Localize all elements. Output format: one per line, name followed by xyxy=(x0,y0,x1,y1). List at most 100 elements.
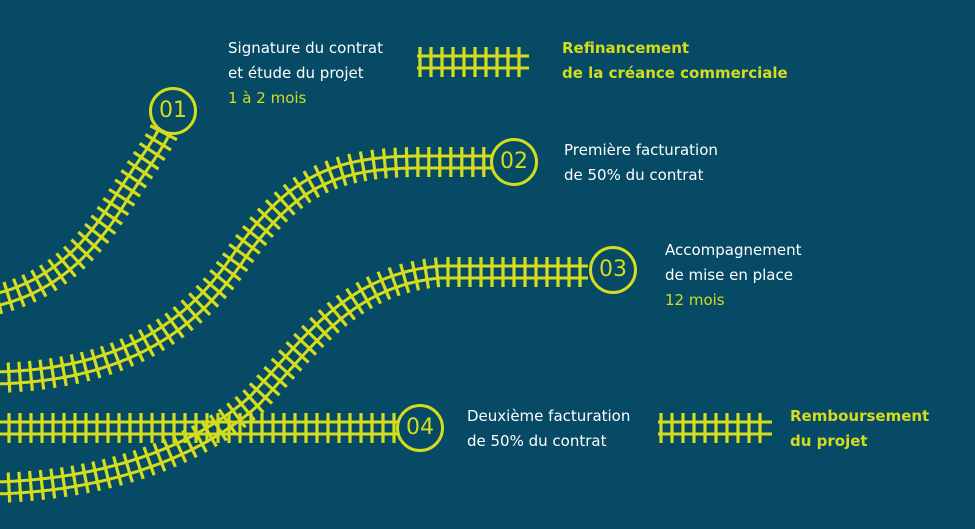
track-02-tie-5 xyxy=(48,358,57,389)
track-02-tie-11 xyxy=(109,342,124,372)
track-02-tie-23 xyxy=(209,269,235,291)
track-02-tie-31 xyxy=(264,199,289,223)
repayment-label: Remboursement du projet xyxy=(790,407,930,450)
track-01-tie-9 xyxy=(70,238,95,262)
track-02-tie-12 xyxy=(119,338,135,367)
step-04-badge: 04 xyxy=(396,404,444,452)
track-01 xyxy=(0,124,178,315)
step-03-duration: 12 mois xyxy=(665,291,725,309)
track-02-tie-28 xyxy=(241,224,268,247)
track-03-tie-34 xyxy=(309,316,333,341)
track-01-tie-18 xyxy=(126,159,154,180)
track-03-tie-3 xyxy=(28,470,34,502)
track-03-tie-26 xyxy=(248,382,274,405)
track-03-tie-32 xyxy=(293,332,318,356)
track-02-tie-13 xyxy=(128,333,145,363)
track-02-tie-26 xyxy=(228,243,255,264)
track-03-tie-10 xyxy=(101,458,112,489)
track-02-tie-42 xyxy=(381,148,388,179)
track-03-tie-5 xyxy=(49,468,57,499)
track-02-rail-2 xyxy=(0,154,492,374)
track-01-tie-12 xyxy=(90,214,117,235)
track-03-tie-33 xyxy=(300,324,325,349)
track-02-tie-27 xyxy=(234,233,261,255)
track-refinancing xyxy=(417,47,529,77)
track-02-tie-2 xyxy=(17,361,23,392)
track-02-tie-39 xyxy=(347,153,358,184)
track-01-tie-11 xyxy=(84,222,110,245)
step-04-label: Deuxième facturation de 50% du contrat xyxy=(467,407,631,450)
track-01-tie-15 xyxy=(108,187,136,207)
track-02-tie-25 xyxy=(221,252,249,273)
track-02-tie-17 xyxy=(164,312,185,339)
track-02-tie-7 xyxy=(69,354,80,385)
step-01-duration: 1 à 2 mois xyxy=(228,89,307,107)
track-01-tie-10 xyxy=(77,230,102,253)
track-03-tie-12 xyxy=(122,453,134,483)
track-01-tie-4 xyxy=(30,269,48,298)
track-03-tie-35 xyxy=(317,309,340,334)
track-03-tie-7 xyxy=(70,465,79,496)
track-03-tie-14 xyxy=(142,446,156,476)
track-03-tie-41 xyxy=(376,271,392,301)
track-03-tie-25 xyxy=(242,389,265,414)
track-02-tie-35 xyxy=(302,170,321,199)
track-02-tie-16 xyxy=(155,318,176,346)
track-03-tie-42 xyxy=(387,266,401,297)
track-02-tie-9 xyxy=(89,348,102,379)
step-03-badge: 03 xyxy=(589,246,637,294)
track-03-tie-2 xyxy=(17,471,23,502)
track-02-tie-21 xyxy=(195,284,220,308)
track-03-tie-37 xyxy=(335,294,356,321)
track-02-tie-18 xyxy=(172,305,194,332)
track-02-tie-44 xyxy=(404,147,409,178)
track-02-tie-38 xyxy=(335,156,348,187)
track-02-tie-10 xyxy=(99,345,113,376)
refinancing-label: Refinancement de la créance commerciale xyxy=(562,39,788,82)
track-03-tie-43 xyxy=(399,263,411,294)
track-03-tie-44 xyxy=(410,260,421,291)
track-02 xyxy=(0,146,492,393)
step-02-badge: 02 xyxy=(490,138,538,186)
track-03-tie-6 xyxy=(59,467,68,498)
track-02-tie-34 xyxy=(292,176,312,204)
track-02-tie-6 xyxy=(59,356,68,387)
track-03-tie-15 xyxy=(152,442,167,472)
track-01-tie-17 xyxy=(120,169,148,189)
track-03 xyxy=(0,257,588,503)
track-03-tie-27 xyxy=(256,374,281,397)
track-01-tie-21 xyxy=(144,133,172,152)
track-01-tie-14 xyxy=(102,197,130,217)
track-02-tie-41 xyxy=(370,149,378,180)
track-03-tie-36 xyxy=(326,301,348,327)
track-03-rail-2 xyxy=(0,264,588,484)
track-02-tie-37 xyxy=(324,160,339,190)
track-03-tie-31 xyxy=(285,341,310,364)
track-02-tie-33 xyxy=(282,183,304,210)
track-01-tie-3 xyxy=(21,274,37,303)
track-02-tie-19 xyxy=(180,299,203,324)
step-01-badge: 01 xyxy=(149,87,197,135)
track-02-tie-24 xyxy=(215,260,242,282)
track-03-tie-16 xyxy=(162,438,177,468)
track-01-tie-6 xyxy=(47,258,68,285)
track-03-tie-4 xyxy=(38,469,46,500)
track-03-rail-1 xyxy=(0,276,588,496)
track-02-tie-3 xyxy=(27,360,34,391)
track-02-tie-43 xyxy=(393,147,399,178)
track-02-tie-8 xyxy=(79,351,91,382)
track-02-tie-32 xyxy=(273,191,296,216)
track-02-tie-4 xyxy=(38,359,46,390)
step-02-label: Première facturation de 50% du contrat xyxy=(564,141,718,184)
track-03-tie-9 xyxy=(91,461,101,492)
track-repayment xyxy=(658,413,772,443)
track-03-tie-13 xyxy=(132,449,145,480)
track-03-tie-46 xyxy=(433,257,441,288)
track-01-tie-1 xyxy=(2,281,15,312)
track-02-tie-20 xyxy=(188,292,212,317)
track-03-tie-8 xyxy=(80,463,90,494)
track-03-tie-38 xyxy=(345,287,365,315)
track-03-tie-29 xyxy=(270,357,296,380)
track-04 xyxy=(0,413,397,443)
